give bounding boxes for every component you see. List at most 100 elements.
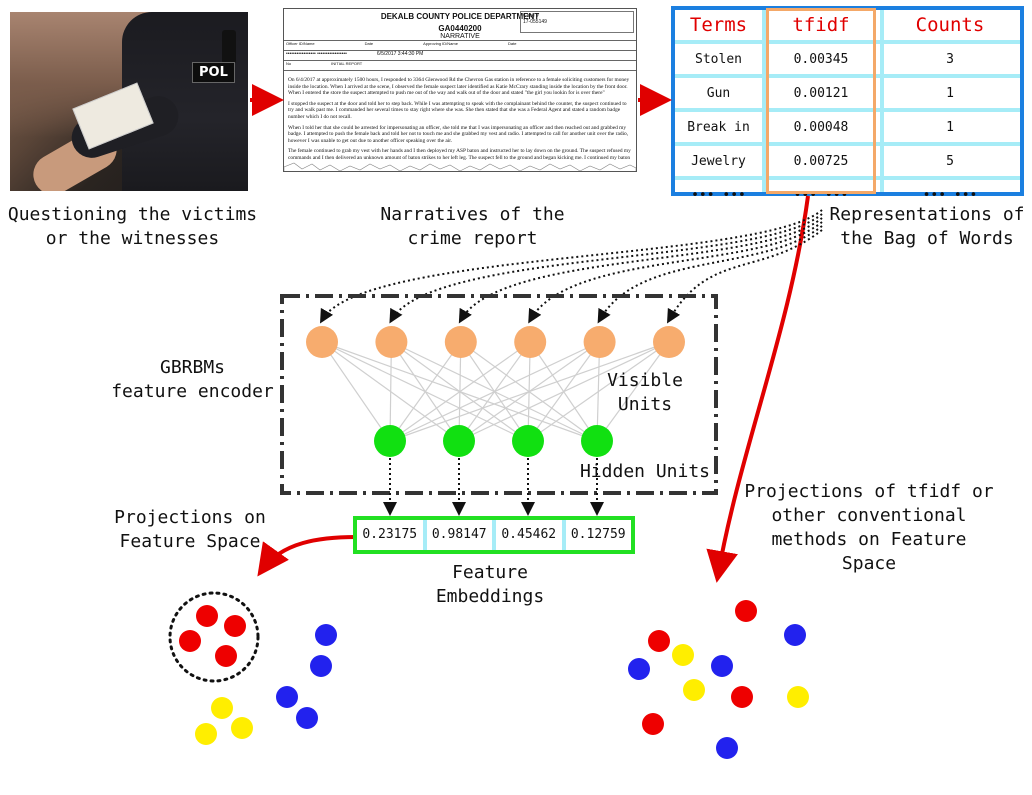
data-point bbox=[179, 630, 201, 652]
visible-unit-node bbox=[375, 326, 408, 358]
header-terms: Terms bbox=[675, 10, 762, 44]
arrow-table-to-tfidf-space bbox=[706, 195, 810, 583]
rbm-connections bbox=[321, 341, 670, 442]
photo-caption-line-1: Questioning the victims bbox=[7, 204, 258, 225]
data-point bbox=[672, 644, 694, 666]
hidden-units-label: Hidden Units bbox=[579, 461, 711, 482]
no-label: No bbox=[286, 61, 292, 66]
rbm-edge bbox=[527, 341, 670, 442]
hidden-unit-node bbox=[581, 425, 613, 457]
data-point bbox=[310, 655, 332, 677]
data-point bbox=[276, 686, 298, 708]
department-name: DEKALB COUNTY POLICE DEPARTMENT bbox=[380, 12, 540, 21]
data-point bbox=[683, 679, 705, 701]
tfidf-cell: 0.00345 bbox=[762, 42, 880, 78]
tfidf-space-caption: Projections of tfidf or other convention… bbox=[738, 480, 1000, 576]
table-row: Gun 0.00121 1 bbox=[675, 76, 1020, 112]
report-number: GA0440200 bbox=[438, 24, 482, 33]
date-label-2: Date bbox=[507, 41, 517, 46]
narrative-body: On 6/4/2017 at approximately 1500 hours,… bbox=[284, 71, 636, 168]
report-caption-line-2: crime report bbox=[407, 228, 538, 249]
data-point bbox=[315, 624, 337, 646]
bow-caption-line-1: Representations of bbox=[829, 204, 1025, 225]
bow-caption-line-2: the Bag of Words bbox=[840, 228, 1014, 249]
narrative-paragraph: I stopped the suspect at the door and to… bbox=[288, 100, 627, 120]
visible-unit-node bbox=[306, 326, 338, 358]
visible-units bbox=[306, 326, 685, 358]
report-type: NARRATIVE bbox=[440, 33, 480, 40]
hidden-unit-node bbox=[374, 425, 406, 457]
interview-photo: POL bbox=[10, 12, 248, 191]
header-counts: Counts bbox=[880, 10, 1020, 44]
radio-icon bbox=[222, 30, 236, 64]
data-point bbox=[628, 658, 650, 680]
encoder-label: GBRBMs feature encoder bbox=[105, 356, 280, 404]
bow-to-visible-arrow bbox=[597, 225, 823, 324]
data-point bbox=[787, 686, 809, 708]
encoder-label-line-1: GBRBMs bbox=[159, 357, 226, 378]
tfidf-space-points bbox=[628, 600, 809, 759]
rbm-edge bbox=[596, 341, 670, 442]
officer-value: ••••••••••••••••• ••••••••••••••••• bbox=[286, 51, 347, 57]
encoder-box bbox=[280, 294, 718, 495]
hidden-unit-node bbox=[443, 425, 475, 457]
column-divider bbox=[762, 10, 766, 192]
embedding-value: 0.12759 bbox=[570, 527, 626, 542]
tfidf-space-caption-line-4: Space bbox=[841, 553, 897, 574]
hidden-units bbox=[374, 425, 613, 457]
bow-caption: Representations of the Bag of Words bbox=[822, 203, 1032, 251]
count-cell: ••• ••• bbox=[922, 187, 978, 203]
term-cell: Gun bbox=[675, 76, 762, 112]
rbm-edge bbox=[389, 341, 462, 442]
rbm-edge bbox=[389, 341, 531, 442]
count-cell: 1 bbox=[880, 110, 1020, 146]
bag-of-words-table: Terms tfidf Counts Stolen 0.00345 3 Gun … bbox=[671, 6, 1024, 203]
data-point bbox=[784, 624, 806, 646]
tfidf-space-caption-line-2: other conventional bbox=[771, 505, 967, 526]
data-point bbox=[231, 717, 253, 739]
data-point bbox=[296, 707, 318, 729]
police-badge-text: POL bbox=[192, 62, 235, 83]
rbm-edge bbox=[458, 341, 670, 442]
table-header-row: Terms tfidf Counts bbox=[675, 10, 1020, 44]
rbm-edge bbox=[389, 341, 392, 442]
narrative-paragraph: On 6/4/2017 at approximately 1500 hours,… bbox=[288, 77, 630, 97]
approving-label: Approving ID/Name bbox=[423, 41, 458, 46]
data-point bbox=[735, 600, 757, 622]
tfidf-highlight-box bbox=[766, 8, 876, 194]
visible-unit-node bbox=[653, 326, 685, 358]
term-cell: Jewelry bbox=[675, 144, 762, 180]
initial-report-row: No INITIAL REPORT bbox=[284, 60, 636, 71]
photo-caption-line-2: or the witnesses bbox=[45, 228, 220, 249]
tfidf-space-caption-line-1: Projections of tfidf or bbox=[744, 481, 994, 502]
embedding-value: 0.23175 bbox=[357, 520, 427, 550]
data-point bbox=[195, 723, 217, 745]
data-point bbox=[215, 645, 237, 667]
torn-edge bbox=[284, 161, 636, 171]
officer-values-row: ••••••••••••••••• ••••••••••••••••• 6/5/… bbox=[284, 50, 636, 60]
embeddings-caption-line-1: Feature bbox=[452, 562, 528, 583]
table-row: Stolen 0.00345 3 bbox=[675, 42, 1020, 78]
data-point bbox=[648, 630, 670, 652]
pipeline-arrows bbox=[250, 84, 810, 583]
embedding-value: 0.45462 bbox=[496, 520, 566, 550]
term-cell: Break in bbox=[675, 110, 762, 146]
cluster-highlight-circle bbox=[168, 591, 260, 683]
case-label: Case # bbox=[523, 13, 539, 19]
data-point bbox=[196, 605, 218, 627]
narrative-paragraph: When I told her that she could be arrest… bbox=[288, 124, 629, 144]
embedding-value: 0.98147 bbox=[427, 520, 496, 550]
tfidf-cell: 0.00121 bbox=[762, 76, 880, 112]
arrow-embeddings-to-feature-space bbox=[257, 535, 357, 577]
case-number-box: Case # 17-055149 bbox=[520, 11, 634, 33]
table-row: Jewelry 0.00725 5 bbox=[675, 144, 1020, 180]
count-cell: 3 bbox=[880, 42, 1020, 78]
visible-units-label: Visible Units bbox=[607, 370, 683, 415]
feature-space-points bbox=[179, 605, 337, 745]
table-row: Break in 0.00048 1 bbox=[675, 110, 1020, 146]
count-cell: 1 bbox=[880, 76, 1020, 112]
feature-space-caption: Projections on Feature Space bbox=[95, 506, 285, 554]
data-point bbox=[224, 615, 246, 637]
